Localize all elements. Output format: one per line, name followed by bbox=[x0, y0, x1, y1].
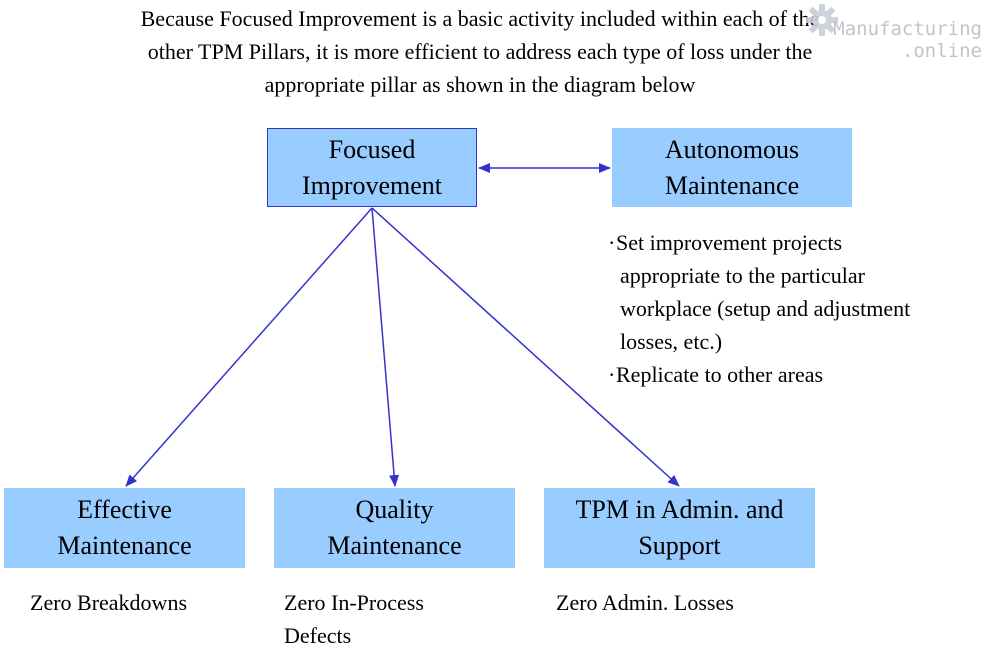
note-item-1: · Set improvement projects appropriate t… bbox=[608, 226, 982, 358]
goal-quality-line-2: Defects bbox=[284, 623, 352, 648]
box-tpm-admin-line-1: TPM in Admin. and bbox=[575, 495, 784, 524]
bullet-dot: · bbox=[608, 230, 616, 255]
watermark-logo: Manufacturing .online bbox=[800, 0, 982, 62]
box-focused-improvement: Focused Improvement bbox=[267, 128, 477, 207]
goal-quality: Zero In-Process Defects bbox=[284, 586, 524, 652]
box-quality-maintenance-line-1: Quality bbox=[355, 495, 434, 524]
autonomous-notes: · Set improvement projects appropriate t… bbox=[608, 226, 982, 391]
box-effective-maintenance-line-2: Maintenance bbox=[57, 531, 192, 560]
watermark-line-2: .online bbox=[901, 40, 982, 62]
goal-quality-line-1: Zero In-Process bbox=[284, 590, 424, 615]
box-quality-maintenance-line-2: Maintenance bbox=[327, 531, 462, 560]
note-item-1-line-1: Set improvement projects bbox=[616, 230, 843, 255]
box-effective-maintenance-line-1: Effective bbox=[77, 495, 172, 524]
goal-admin: Zero Admin. Losses bbox=[556, 590, 734, 615]
box-autonomous-maintenance: Autonomous Maintenance bbox=[612, 128, 852, 207]
intro-text: Because Focused Improvement is a basic a… bbox=[40, 2, 920, 101]
box-focused-improvement-line-1: Focused bbox=[328, 134, 416, 164]
box-tpm-admin-line-2: Support bbox=[638, 531, 721, 560]
intro-line-2: other TPM Pillars, it is more efficient … bbox=[147, 39, 813, 64]
box-quality-maintenance: Quality Maintenance bbox=[274, 488, 515, 568]
bullet-dot: · bbox=[608, 362, 616, 387]
goal-effective: Zero Breakdowns bbox=[30, 590, 188, 615]
note-item-2: · Replicate to other areas bbox=[608, 358, 982, 391]
box-autonomous-maintenance-line-2: Maintenance bbox=[664, 170, 800, 200]
intro-line-3: appropriate pillar as shown in the diagr… bbox=[264, 72, 696, 97]
intro-line-1: Because Focused Improvement is a basic a… bbox=[140, 6, 820, 31]
note-item-2-text: Replicate to other areas bbox=[616, 362, 824, 387]
arrow-fi-em bbox=[125, 207, 373, 487]
box-focused-improvement-line-2: Improvement bbox=[301, 170, 443, 200]
gear-icon bbox=[806, 4, 838, 36]
note-item-1-line-2: appropriate to the particular bbox=[620, 263, 865, 288]
watermark-line-1: Manufacturing bbox=[833, 18, 982, 40]
box-effective-maintenance: Effective Maintenance bbox=[4, 488, 245, 568]
note-item-1-line-3: workplace (setup and adjustment bbox=[620, 296, 911, 321]
box-tpm-admin: TPM in Admin. and Support bbox=[544, 488, 815, 568]
arrow-fi-qm bbox=[371, 207, 400, 487]
note-item-1-line-4: losses, etc.) bbox=[620, 329, 723, 354]
box-autonomous-maintenance-line-1: Autonomous bbox=[664, 134, 800, 164]
